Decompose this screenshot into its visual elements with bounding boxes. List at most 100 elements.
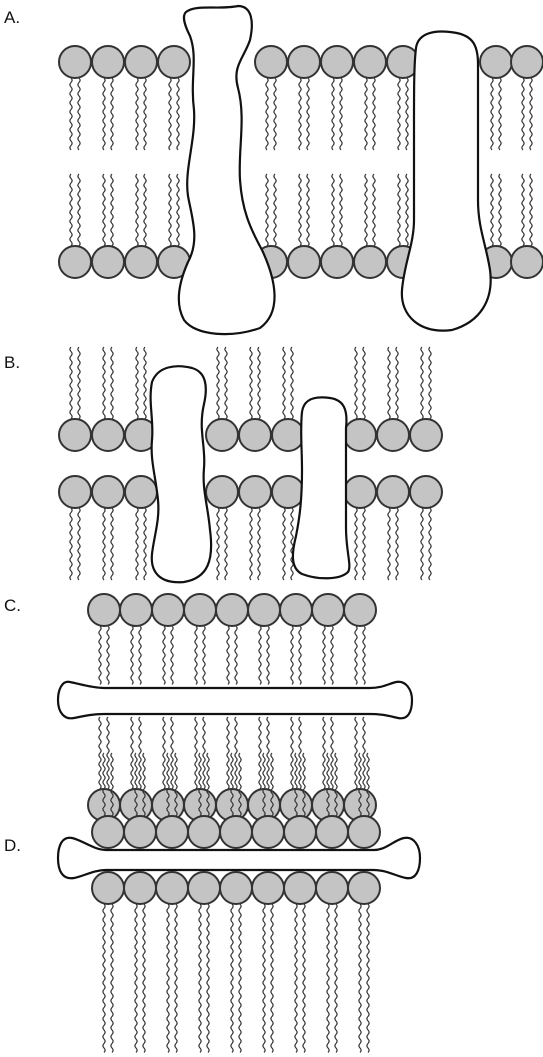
fatty-acid-tail (107, 717, 109, 789)
phospholipid-head (59, 419, 91, 451)
phospholipid-head (239, 476, 271, 508)
fatty-acid-tail (235, 717, 237, 789)
phospholipid-head (152, 594, 184, 626)
phospholipid-head (206, 476, 238, 508)
fatty-acid-tail (388, 347, 390, 419)
phospholipid-head (511, 246, 543, 278)
transmembrane-protein (151, 366, 212, 582)
phospholipid-head (216, 594, 248, 626)
fatty-acid-tail (250, 508, 252, 580)
phospholipid-head (88, 594, 120, 626)
fatty-acid-tail (225, 347, 227, 419)
fatty-acid-tail (258, 508, 260, 580)
phospholipid-head (288, 246, 320, 278)
fatty-acid-tail (299, 626, 301, 685)
fatty-acid-tail (131, 626, 133, 685)
phospholipid-head (316, 872, 348, 904)
fatty-acid-tail (295, 904, 297, 1053)
fatty-acid-tail (307, 174, 309, 246)
fatty-acid-tail (139, 717, 141, 789)
fatty-acid-tail (239, 904, 241, 1053)
fatty-acid-tail (263, 904, 265, 1053)
fatty-acid-tail (323, 717, 325, 789)
phospholipid-head (59, 46, 91, 78)
fatty-acid-tail (266, 78, 268, 150)
fatty-acid-tail (530, 78, 532, 150)
fatty-acid-tail (111, 78, 113, 150)
fatty-acid-tail (421, 347, 423, 419)
fatty-acid-tail (388, 508, 390, 580)
phospholipid-head (280, 594, 312, 626)
fatty-acid-tail (291, 347, 293, 419)
fatty-acid-tail (171, 717, 173, 789)
fatty-acid-tail (429, 508, 431, 580)
fatty-acid-tail (99, 717, 101, 789)
fatty-acid-tail (70, 347, 72, 419)
fatty-acid-tail (355, 717, 357, 789)
fatty-acid-tail (406, 78, 408, 150)
fatty-acid-tail (323, 626, 325, 685)
phospholipid-head (348, 872, 380, 904)
fatty-acid-tail (363, 347, 365, 419)
phospholipid-head (59, 476, 91, 508)
fatty-acid-tail (291, 626, 293, 685)
fatty-acid-tail (499, 174, 501, 246)
transmembrane-protein (402, 32, 491, 331)
fatty-acid-tail (207, 904, 209, 1053)
fatty-acid-tail (274, 78, 276, 150)
phospholipid-head (220, 872, 252, 904)
fatty-acid-tail (111, 904, 113, 1053)
fatty-acid-tail (107, 626, 109, 685)
fatty-acid-tail (365, 174, 367, 246)
fatty-acid-tail (335, 904, 337, 1053)
phospholipid-head (284, 872, 316, 904)
phospholipid-head (321, 46, 353, 78)
fatty-acid-tail (143, 904, 145, 1053)
phospholipid-head (92, 816, 124, 848)
transmembrane-protein (293, 397, 349, 578)
fatty-acid-tail (144, 78, 146, 150)
fatty-acid-tail (373, 174, 375, 246)
fatty-acid-tail (331, 717, 333, 789)
phospholipid-head (156, 872, 188, 904)
fatty-acid-tail (111, 508, 113, 580)
panel-b-membrane (59, 347, 442, 582)
phospholipid-head (272, 476, 304, 508)
fatty-acid-tail (103, 174, 105, 246)
fatty-acid-tail (291, 717, 293, 789)
fatty-acid-tail (111, 347, 113, 419)
phospholipid-head (156, 816, 188, 848)
fatty-acid-tail (396, 347, 398, 419)
fatty-acid-tail (103, 904, 105, 1053)
fatty-acid-tail (365, 78, 367, 150)
phospholipid-head (344, 476, 376, 508)
fatty-acid-tail (103, 78, 105, 150)
fatty-acid-tail (217, 508, 219, 580)
fatty-acid-tail (355, 626, 357, 685)
fatty-acid-tail (163, 717, 165, 789)
fatty-acid-tail (136, 78, 138, 150)
fatty-acid-tail (78, 347, 80, 419)
fatty-acid-tail (99, 626, 101, 685)
fatty-acid-tail (144, 347, 146, 419)
fatty-acid-tail (396, 508, 398, 580)
fatty-acid-tail (367, 904, 369, 1053)
fatty-acid-tail (499, 78, 501, 150)
phospholipid-head (354, 46, 386, 78)
fatty-acid-tail (167, 904, 169, 1053)
phospholipid-head (188, 816, 220, 848)
fatty-acid-tail (363, 508, 365, 580)
fatty-acid-tail (203, 626, 205, 685)
phospholipid-head (348, 816, 380, 848)
phospholipid-head (354, 246, 386, 278)
phospholipid-head (480, 46, 512, 78)
fatty-acid-tail (522, 78, 524, 150)
phospholipid-head (410, 476, 442, 508)
phospholipid-head (158, 46, 190, 78)
fatty-acid-tail (332, 78, 334, 150)
fatty-acid-tail (291, 508, 293, 580)
phospholipid-head (511, 46, 543, 78)
fatty-acid-tail (103, 508, 105, 580)
fatty-acid-tail (267, 626, 269, 685)
